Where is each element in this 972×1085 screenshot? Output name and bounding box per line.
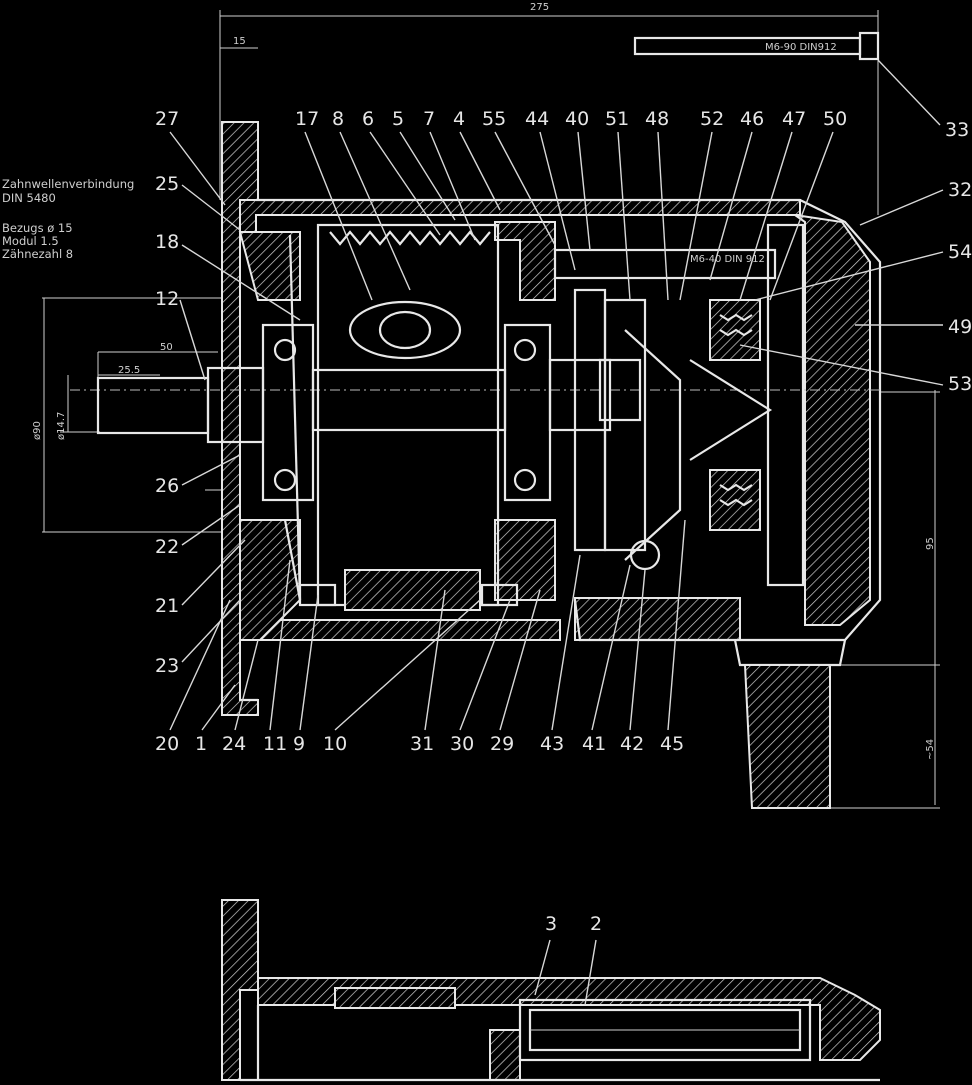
label-24: 24: [222, 733, 246, 755]
label-32: 32: [948, 179, 972, 201]
right-leaders: [739, 59, 944, 386]
dim-depth: ~54: [925, 739, 936, 760]
label-4: 4: [453, 108, 465, 130]
label-49: 49: [948, 316, 972, 338]
label-20: 20: [155, 733, 179, 755]
label-27: 27: [155, 108, 179, 130]
dim-overall-width: 275: [530, 2, 549, 13]
label-7: 7: [423, 108, 435, 130]
dim-height: 95: [925, 537, 936, 550]
dim-shaft-length: 50: [160, 342, 173, 353]
label-6: 6: [362, 108, 374, 130]
label-29: 29: [490, 733, 514, 755]
right-bearing: [503, 323, 552, 502]
gear-rotor: [283, 223, 519, 611]
label-42: 42: [620, 733, 644, 755]
main-shaft: [311, 368, 507, 432]
label-46: 46: [740, 108, 764, 130]
label-5: 5: [392, 108, 404, 130]
bottom-labels: 20 1 24 11 9 10 31 30 29 43 41 42 45: [155, 733, 684, 755]
lower-view: [221, 899, 881, 1082]
note-spline-title: Zahnwellenverbindung: [2, 177, 134, 191]
label-22: 22: [155, 536, 179, 558]
label-31: 31: [410, 733, 434, 755]
label-53: 53: [948, 373, 972, 395]
label-50: 50: [823, 108, 847, 130]
note-teeth: Zähnezahl 8: [2, 247, 73, 261]
left-leaders: [179, 184, 301, 663]
label-45: 45: [660, 733, 684, 755]
bolt: M6-90 DIN912: [633, 31, 880, 61]
top-labels: 27 17 8 6 5 7 4 55 44 40 51 48 52 46 47 …: [155, 108, 847, 130]
lower-tube: [518, 998, 812, 1062]
label-17: 17: [295, 108, 319, 130]
left-labels: 25 18 12 26 22 21 23: [155, 173, 179, 677]
gear-bore: [348, 300, 462, 360]
top-leaders: [169, 131, 834, 301]
label-26: 26: [155, 475, 179, 497]
label-55: 55: [482, 108, 506, 130]
label-40: 40: [565, 108, 589, 130]
label-43: 43: [540, 733, 564, 755]
bottom-leaders: [169, 519, 686, 731]
dim-spline-length: 25.5: [118, 365, 140, 376]
ball-42: [629, 539, 661, 571]
lower-labels: 3 2: [534, 913, 602, 1006]
dim-pilot-diameter: ø90: [32, 421, 43, 440]
label-48: 48: [645, 108, 669, 130]
label-1: 1: [195, 733, 207, 755]
label-33: 33: [945, 119, 969, 141]
label-3: 3: [545, 913, 557, 935]
label-30: 30: [450, 733, 474, 755]
dim-shaft-diameter: ø14.7: [56, 412, 67, 440]
left-bearing: [261, 323, 315, 502]
note-reference: Bezugs ø 15: [2, 221, 73, 235]
right-labels: 33 32 54 49 53: [945, 119, 972, 395]
clutch-pack: M6-40 DIN 912: [553, 223, 805, 587]
housing: [221, 121, 882, 809]
label-23: 23: [155, 655, 179, 677]
note-spline-std: DIN 5480: [2, 191, 56, 205]
note-module: Modul 1.5: [2, 234, 59, 248]
bolt-label: M6-90 DIN912: [765, 42, 837, 53]
label-21: 21: [155, 595, 179, 617]
bolt-2-label: M6-40 DIN 912: [690, 254, 765, 265]
label-11: 11: [263, 733, 287, 755]
label-41: 41: [582, 733, 606, 755]
dim-flange-thickness: 15: [233, 36, 246, 47]
label-54: 54: [948, 241, 972, 263]
label-10: 10: [323, 733, 347, 755]
label-52: 52: [700, 108, 724, 130]
label-8: 8: [332, 108, 344, 130]
spline-notes: Zahnwellenverbindung DIN 5480 Bezugs ø 1…: [2, 177, 134, 261]
label-18: 18: [155, 231, 179, 253]
shaft-assembly: [70, 323, 880, 502]
label-2: 2: [590, 913, 602, 935]
label-51: 51: [605, 108, 629, 130]
label-25: 25: [155, 173, 179, 195]
label-47: 47: [782, 108, 806, 130]
label-9: 9: [293, 733, 305, 755]
label-44: 44: [525, 108, 549, 130]
label-12: 12: [155, 288, 179, 310]
